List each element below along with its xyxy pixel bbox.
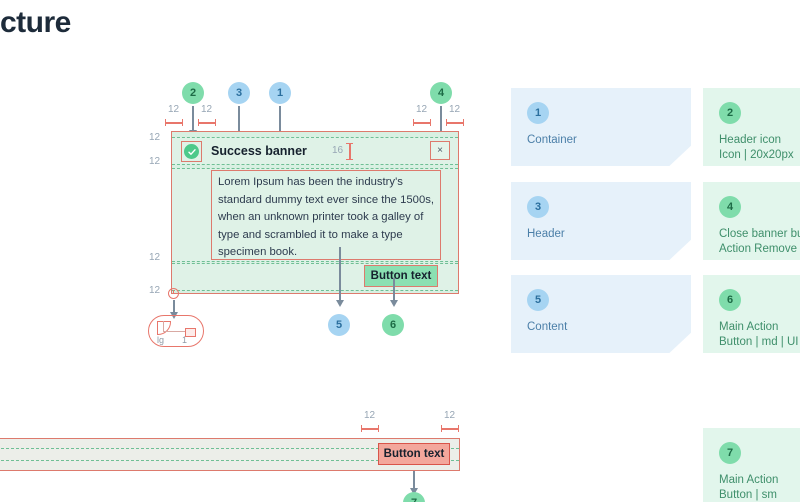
- legend-card-3: 3 Header: [511, 182, 691, 260]
- legend-badge-6: 6: [719, 289, 741, 311]
- radius-handle-icon: [185, 328, 196, 337]
- measure-mark-top-left-2: [198, 119, 216, 126]
- leader-arrow-7: [410, 471, 418, 495]
- radius-guide-h: [163, 331, 195, 332]
- corner-radius-badge: lg 1: [148, 315, 204, 347]
- legend-card-7-line1: Main Action: [719, 474, 779, 486]
- radius-anchor-dot: [168, 288, 179, 299]
- legend-card-6: 6 Main Action Button | md | UI: [703, 275, 800, 353]
- measure-mark-header-font: [346, 143, 353, 160]
- description-line: fixed on the top of: [0, 249, 128, 274]
- description-line: composed just by:: [0, 274, 128, 299]
- legend-card-2: 2 Header icon Icon | 20x20px: [703, 88, 800, 166]
- spacing-label-bottom-1: 12: [364, 410, 376, 421]
- legend-card-5: 5 Content: [511, 275, 691, 353]
- main-action-button-sm[interactable]: Button text: [378, 443, 450, 465]
- legend-badge-2: 2: [719, 102, 741, 124]
- legend-card-7-line2: Button | sm: [719, 489, 777, 501]
- radius-value-label: 1: [182, 335, 188, 345]
- description-line: button.: [0, 124, 128, 149]
- legend-card-1: 1 Container: [511, 88, 691, 166]
- header-font-size-label: 16: [332, 145, 344, 156]
- callout-2[interactable]: 2: [182, 82, 204, 104]
- measure-mark-top-left-1: [165, 119, 183, 126]
- legend-card-1-line1: Container: [527, 134, 577, 146]
- description-line: ding with the UI color: [0, 99, 128, 124]
- spacer: [0, 149, 128, 174]
- spacing-label-left-2: 12: [149, 156, 161, 167]
- leader-arrow-radius: [170, 300, 178, 319]
- legend-card-3-line1: Header: [527, 228, 565, 240]
- legend-card-4: 4 Close banner bu Action Remove |: [703, 182, 800, 260]
- description-column: composed by: ding with the UI color butt…: [0, 74, 128, 324]
- leader-arrow-6: [390, 278, 398, 307]
- callout-1[interactable]: 1: [269, 82, 291, 104]
- legend-card-7: 7 Main Action Button | sm: [703, 428, 800, 502]
- guide-band-content: [172, 168, 458, 262]
- measure-mark-top-right-2: [446, 119, 464, 126]
- main-action-button[interactable]: Button text: [364, 265, 438, 287]
- page-title: Structure: [0, 6, 71, 39]
- measure-mark-top-right-1: [413, 119, 431, 126]
- legend-badge-4: 4: [719, 196, 741, 218]
- radius-guide-v: [163, 321, 164, 332]
- callout-7[interactable]: 7: [403, 492, 425, 502]
- legend-card-2-line1: Header icon: [719, 134, 782, 146]
- header-icon-measure-box: [181, 141, 202, 162]
- close-banner-button[interactable]: ×: [430, 141, 450, 160]
- legend-card-4-line2: Action Remove |: [719, 243, 800, 255]
- spacing-label-left-4: 12: [149, 285, 161, 296]
- legend-badge-1: 1: [527, 102, 549, 124]
- guide-line-top: [0, 448, 459, 449]
- spacing-label-left-3: 12: [149, 252, 161, 263]
- legend-card-6-line1: Main Action: [719, 321, 779, 333]
- spacing-label-top-right-2: 12: [449, 104, 461, 115]
- leader-arrow-1: [276, 106, 284, 138]
- measure-mark-bottom-1: [361, 425, 379, 432]
- legend-badge-5: 5: [527, 289, 549, 311]
- description-line: composed by:: [0, 74, 128, 99]
- guide-band-header: [172, 137, 458, 165]
- legend-card-6-line2: Button | md | UI: [719, 336, 799, 348]
- check-circle-icon: [184, 144, 199, 159]
- banner-title: Success banner: [211, 144, 307, 158]
- legend-card-4-line1: Close banner bu: [719, 228, 800, 240]
- leader-arrow-5: [336, 247, 344, 307]
- callout-3[interactable]: 3: [228, 82, 250, 104]
- description-line: in the Context: [0, 299, 128, 324]
- spacing-label-top-left-1: 12: [168, 104, 180, 115]
- spacing-label-bottom-2: 12: [444, 410, 456, 421]
- guide-line-bottom: [0, 460, 459, 461]
- legend-card-2-line2: Icon | 20x20px: [719, 149, 794, 161]
- spacer: [0, 224, 128, 249]
- legend-badge-3: 3: [527, 196, 549, 218]
- legend-card-5-line1: Content: [527, 321, 568, 333]
- leader-arrow-2: [189, 106, 197, 137]
- banner-content: Lorem Ipsum has been the industry's stan…: [211, 170, 441, 260]
- callout-5[interactable]: 5: [328, 314, 350, 336]
- radius-corner-icon: [157, 321, 171, 335]
- callout-4[interactable]: 4: [430, 82, 452, 104]
- spacer: [0, 199, 128, 224]
- radius-size-label: lg: [157, 335, 165, 345]
- spacing-label-top-right-1: 12: [416, 104, 428, 115]
- measure-mark-bottom-2: [441, 425, 459, 432]
- description-line: The main action: [0, 174, 128, 199]
- legend-badge-7: 7: [719, 442, 741, 464]
- success-banner-spec: Success banner 16 × Lorem Ipsum has been…: [171, 131, 459, 294]
- spacing-label-left-1: 12: [149, 132, 161, 143]
- callout-6[interactable]: 6: [382, 314, 404, 336]
- spacing-label-top-left-2: 12: [201, 104, 213, 115]
